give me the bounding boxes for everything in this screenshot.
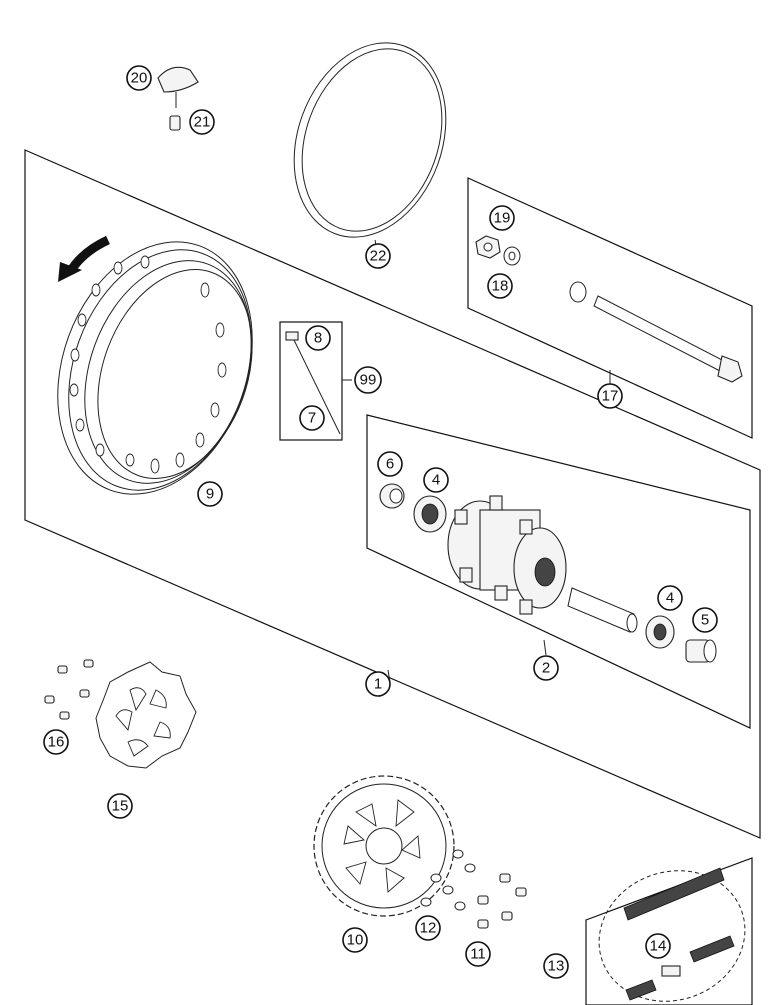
sprocket-screws bbox=[477, 873, 527, 929]
sprocket bbox=[313, 775, 455, 917]
svg-text:9: 9 bbox=[206, 486, 214, 503]
spoke bbox=[285, 331, 341, 435]
axle-nut bbox=[475, 235, 501, 259]
wheel-assembly-frame bbox=[24, 149, 761, 839]
callout-19: 19 bbox=[489, 205, 515, 231]
wheel-hub bbox=[447, 495, 567, 615]
callout-1: 1 bbox=[365, 671, 391, 697]
callout-5: 5 bbox=[692, 607, 718, 633]
svg-text:13: 13 bbox=[548, 958, 565, 975]
callout-13: 13 bbox=[543, 953, 569, 979]
svg-text:4: 4 bbox=[432, 472, 440, 489]
hub-spacer-right bbox=[685, 639, 717, 663]
callout-9: 9 bbox=[197, 481, 223, 507]
bearing-right bbox=[645, 615, 675, 649]
callout-99: 99 bbox=[354, 366, 382, 394]
axle-frame bbox=[467, 177, 753, 439]
svg-text:6: 6 bbox=[386, 456, 394, 473]
svg-text:20: 20 bbox=[131, 70, 148, 87]
callout-17: 17 bbox=[597, 383, 623, 409]
svg-text:17: 17 bbox=[602, 388, 619, 405]
svg-text:22: 22 bbox=[370, 248, 387, 265]
callout-6: 6 bbox=[377, 451, 403, 477]
bearing-left bbox=[413, 495, 447, 533]
brake-disc bbox=[95, 661, 197, 769]
callout-14: 14 bbox=[645, 933, 671, 959]
svg-text:1: 1 bbox=[374, 676, 382, 693]
svg-text:14: 14 bbox=[650, 938, 667, 955]
callout-22: 22 bbox=[365, 243, 391, 269]
callout-15: 15 bbox=[107, 793, 133, 819]
callout-7: 7 bbox=[299, 405, 325, 431]
valve-nut bbox=[169, 115, 181, 131]
rotation-arrow-icon bbox=[58, 235, 110, 282]
callout-20: 20 bbox=[126, 65, 152, 91]
callout-11: 11 bbox=[465, 941, 491, 967]
svg-text:21: 21 bbox=[194, 114, 211, 131]
callout-12: 12 bbox=[415, 915, 441, 941]
svg-text:11: 11 bbox=[470, 946, 486, 963]
hub-sleeve bbox=[567, 587, 638, 633]
callout-16: 16 bbox=[43, 729, 69, 755]
svg-text:5: 5 bbox=[701, 612, 709, 629]
svg-text:2: 2 bbox=[542, 660, 550, 677]
chain bbox=[598, 867, 746, 1002]
svg-text:4: 4 bbox=[666, 590, 674, 607]
hub-frame bbox=[366, 414, 751, 729]
svg-text:15: 15 bbox=[112, 798, 129, 815]
callout-10: 10 bbox=[342, 927, 368, 953]
callout-18: 18 bbox=[487, 273, 513, 299]
spoke-frame bbox=[279, 321, 343, 441]
svg-text:16: 16 bbox=[48, 734, 65, 751]
svg-text:19: 19 bbox=[494, 210, 511, 227]
valve-cap bbox=[157, 66, 199, 108]
callout-4-left: 4 bbox=[423, 467, 449, 493]
axle-washer bbox=[503, 246, 521, 266]
svg-text:12: 12 bbox=[420, 920, 437, 937]
hub-spacer-left bbox=[379, 483, 405, 509]
rim-tape bbox=[293, 42, 447, 238]
callout-8: 8 bbox=[305, 325, 331, 351]
svg-text:18: 18 bbox=[492, 278, 509, 295]
chain-frame bbox=[585, 857, 753, 1005]
svg-text:10: 10 bbox=[347, 932, 364, 949]
callout-2: 2 bbox=[533, 655, 559, 681]
sprocket-washers bbox=[420, 849, 476, 911]
leader-lines bbox=[374, 239, 611, 683]
axle bbox=[569, 281, 743, 383]
callout-21: 21 bbox=[189, 109, 215, 135]
svg-text:7: 7 bbox=[308, 410, 316, 427]
svg-text:8: 8 bbox=[314, 330, 322, 347]
disc-screws bbox=[44, 659, 94, 720]
rim bbox=[57, 241, 253, 495]
svg-text:99: 99 bbox=[360, 372, 377, 389]
callout-4-right: 4 bbox=[657, 585, 683, 611]
